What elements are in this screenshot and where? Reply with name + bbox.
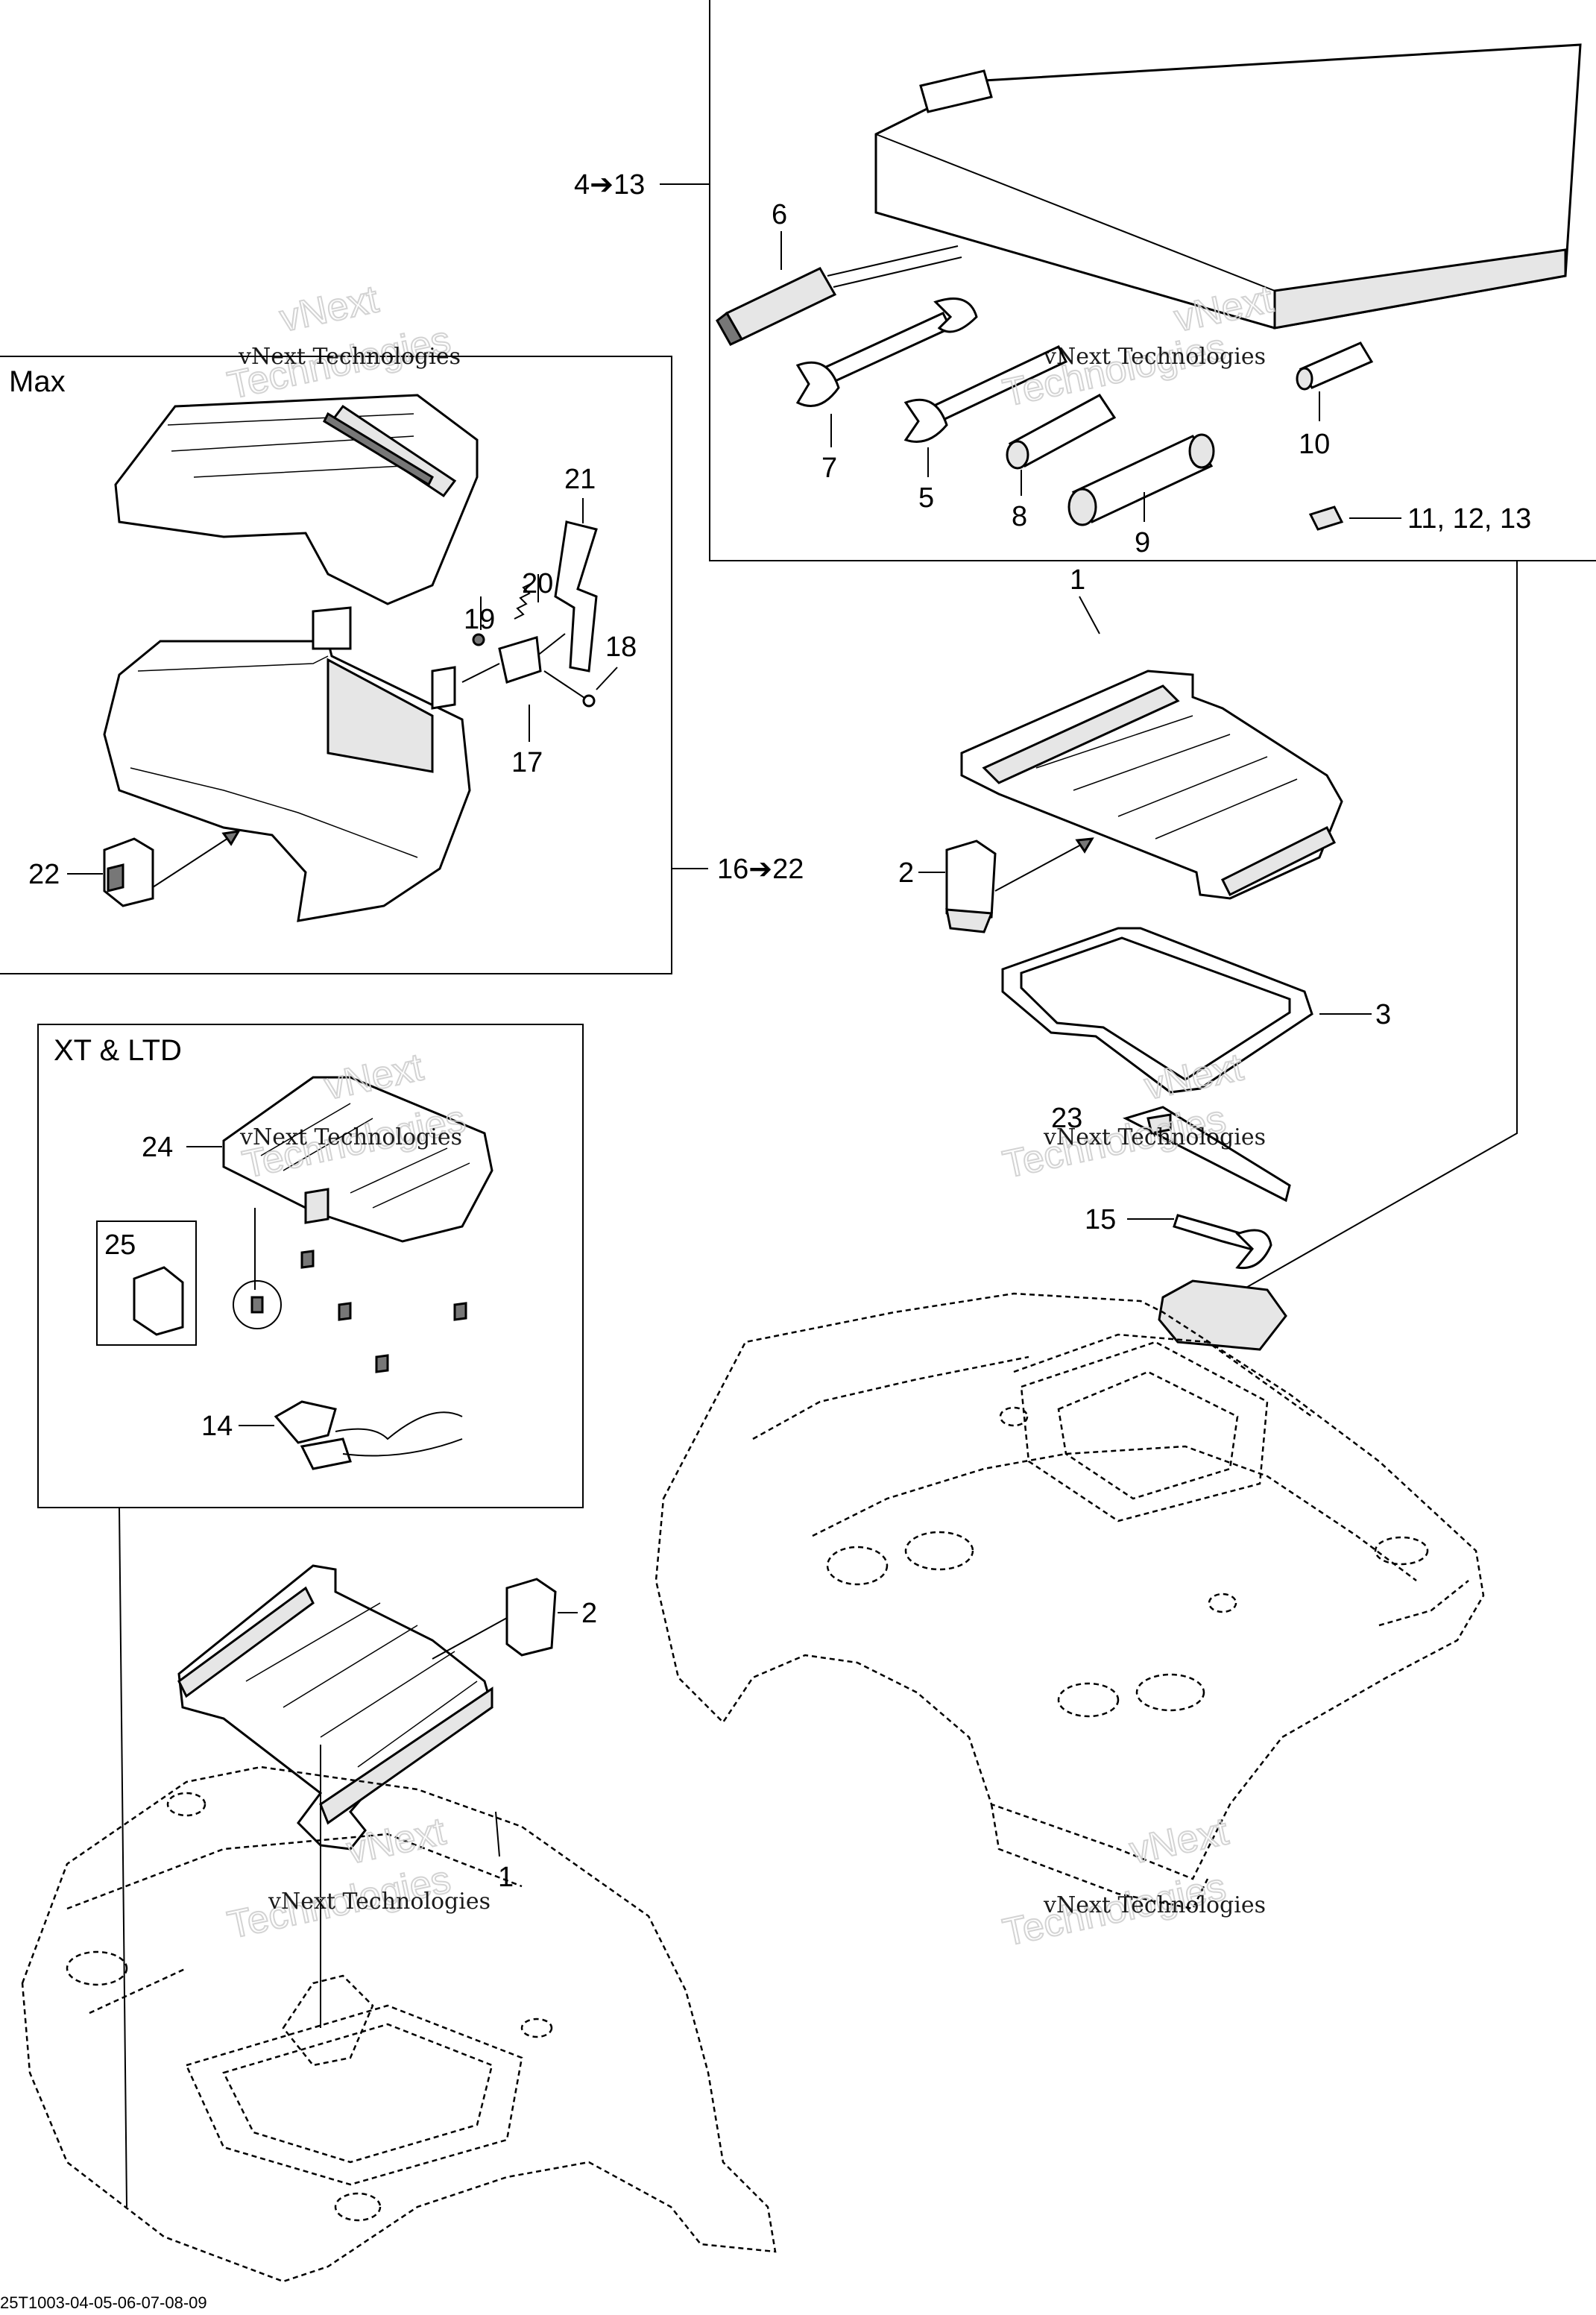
washer-part-19 — [472, 633, 485, 646]
label-24: 24 — [142, 1132, 173, 1163]
socket-tube-part-8 — [1006, 394, 1117, 470]
rear-fender-right — [655, 1292, 1485, 1910]
screwdriver-part-6 — [716, 245, 962, 346]
clip-2 — [338, 1302, 352, 1321]
seal-part-3 — [1001, 927, 1313, 1094]
xt-ltd-box-group: XT & LTD 24 25 14 — [37, 1024, 584, 2208]
label-5: 5 — [918, 482, 934, 514]
bottom-rack-group: 1 2 — [21, 1564, 777, 2283]
tool-pouch — [874, 43, 1582, 330]
arrow-17 — [461, 663, 500, 683]
leader-kit-to-storage — [1222, 561, 1518, 1302]
label-21: 21 — [564, 464, 596, 495]
watermark-2: vNext Technologies — [1043, 344, 1266, 370]
arrow-2-bottom — [432, 1617, 508, 1660]
tool-kit-bag — [1158, 1279, 1287, 1351]
clip-callout — [233, 1280, 282, 1329]
wrench-part-15 — [1173, 1214, 1272, 1270]
label-1-bottom: 1 — [498, 1862, 514, 1893]
label-14: 14 — [201, 1411, 233, 1442]
strap-part-21 — [554, 520, 598, 673]
label-17: 17 — [511, 747, 543, 778]
harness-part-14 — [274, 1400, 463, 1470]
spring-part-20 — [514, 582, 533, 620]
max-box-frame — [0, 356, 672, 974]
leader-18 — [596, 667, 618, 690]
max-box-group: Max 16➔22 22 21 — [0, 356, 804, 974]
watermark-big-2b: Technologies — [999, 326, 1229, 415]
tool-kit-group: 4➔13 6 7 5 — [574, 0, 1596, 1302]
latch-part-2-bottom — [505, 1578, 557, 1657]
max-storage-lid — [114, 394, 479, 605]
xt-ltd-box-frame — [37, 1024, 584, 1508]
hinge-part-17 — [498, 636, 542, 684]
max-box-title: Max — [9, 365, 66, 398]
label-25: 25 — [104, 1229, 136, 1261]
label-1-top: 1 — [1070, 564, 1085, 596]
watermark-big-6a: vNext — [1126, 1810, 1232, 1872]
label-2-top: 2 — [898, 857, 914, 889]
label-19: 19 — [464, 604, 495, 635]
watermark-4: vNext Technologies — [1043, 1124, 1266, 1150]
wrench-part-5 — [903, 345, 1068, 443]
blade-fuse-part-11-13 — [1308, 505, 1344, 531]
tool-kit-frame — [709, 0, 1596, 561]
clip-4 — [375, 1354, 389, 1373]
label-7: 7 — [821, 453, 837, 484]
label-4-13: 4➔13 — [574, 169, 645, 201]
rear-fender-left — [21, 1766, 777, 2283]
clip-1 — [300, 1250, 315, 1269]
rear-rack-part-1-bottom — [177, 1564, 493, 1851]
wrench-part-7 — [795, 297, 978, 407]
leader-box-to-fender — [119, 1507, 127, 2208]
label-8: 8 — [1012, 501, 1027, 532]
arrow-22 — [152, 831, 239, 888]
fuse-part-10 — [1296, 341, 1374, 391]
clip-3 — [453, 1302, 467, 1321]
xt-ltd-box-title: XT & LTD — [54, 1034, 182, 1067]
watermark-5: vNext Technologies — [268, 1889, 491, 1915]
label-3: 3 — [1375, 999, 1391, 1030]
watermark-1: vNext Technologies — [238, 344, 461, 370]
label-18: 18 — [605, 631, 637, 663]
label-10: 10 — [1299, 429, 1330, 460]
label-22: 22 — [28, 859, 60, 890]
plug-wrench-part-9 — [1067, 433, 1215, 526]
right-rack-group: 1 2 3 23 15 — [898, 564, 1391, 1351]
arrow-2-top — [994, 838, 1093, 892]
reference-code: 25T1003-04-05-06-07-08-09 — [0, 2293, 207, 2312]
latch-part-22 — [103, 837, 154, 907]
watermark-3: vNext Technologies — [239, 1124, 462, 1150]
label-15: 15 — [1085, 1204, 1116, 1235]
max-storage-tub — [103, 606, 471, 922]
label-16-22: 16➔22 — [717, 854, 804, 885]
leader-1-bottom — [495, 1811, 500, 1857]
watermark-big-1a: vNext — [276, 277, 382, 340]
watermark-6: vNext Technologies — [1043, 1892, 1266, 1918]
watermark-big-3a: vNext — [321, 1045, 427, 1108]
label-9: 9 — [1135, 527, 1150, 558]
clip-part-25 — [133, 1266, 184, 1336]
clip-inset-frame — [96, 1221, 197, 1346]
latch-part-2-top — [945, 840, 997, 933]
mounting-plate-part-24 — [222, 1076, 493, 1243]
label-11-12-13: 11, 12, 13 — [1407, 503, 1531, 535]
tool-part-23 — [1122, 1106, 1291, 1203]
pin-part-18 — [543, 670, 590, 702]
label-20: 20 — [522, 568, 553, 599]
label-2-bottom: 2 — [581, 1598, 597, 1629]
label-23: 23 — [1051, 1103, 1082, 1134]
label-6: 6 — [772, 199, 787, 230]
rear-rack-part-1-top — [960, 670, 1343, 900]
leader-1-top — [1079, 596, 1100, 634]
